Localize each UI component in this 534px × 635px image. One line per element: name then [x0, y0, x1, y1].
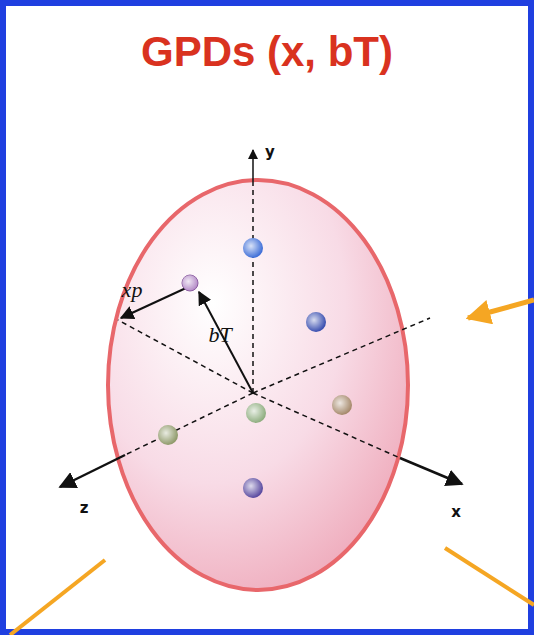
axis-label: y	[265, 143, 275, 161]
momentum-label: xp	[122, 277, 143, 303]
connector-line	[445, 548, 534, 605]
nucleon-ellipse	[108, 180, 408, 590]
axes	[60, 150, 462, 487]
diagram-title: GPDs (x, bT)	[141, 28, 393, 76]
axis-label: x	[451, 503, 461, 521]
quarks	[158, 238, 352, 498]
position-label: bT	[208, 322, 231, 348]
connector-line	[10, 560, 105, 635]
frame	[3, 3, 531, 632]
axis-label: z	[80, 499, 89, 517]
pointer-arrow	[468, 300, 534, 318]
